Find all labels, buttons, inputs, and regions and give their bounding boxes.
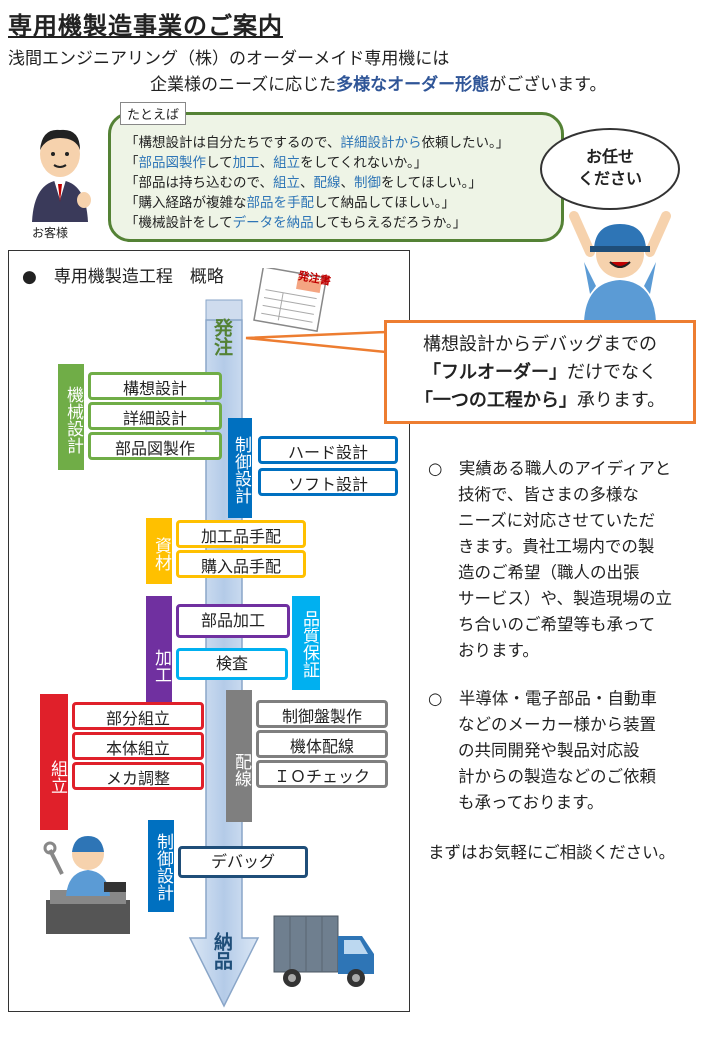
bullet-line: きます。貴社工場内での製 — [458, 537, 655, 556]
step-inspection: 検査 — [176, 648, 288, 680]
step-sub-assembly: 部分組立 — [72, 702, 204, 730]
bubble-highlight: 部品を手配 — [246, 195, 315, 211]
process-diagram — [8, 250, 410, 1012]
step-software-design: ソフト設計 — [258, 468, 398, 496]
bubble-text: 「機械設計をして — [125, 215, 233, 231]
bubble-line-2: 「部品図製作して加工、組立をしてくれないか。」 — [125, 151, 427, 171]
bullet-line: 技術で、皆さまの多様な — [458, 485, 639, 504]
bullet-line: の共同開発や製品対応設 — [458, 741, 640, 760]
bubble-text: してもらえるだろうか。」 — [313, 215, 467, 231]
end-label: 納品 — [211, 932, 233, 970]
group-label-control-design-2: 制御設計 — [148, 820, 174, 912]
step-control-panel-fabrication: 制御盤製作 — [256, 700, 388, 728]
bubble-text: 「構想設計は自分たちでするので、 — [125, 135, 341, 151]
bubble-text: 「部品は持ち込むので、 — [125, 175, 273, 191]
bubble-text: して納品してほしい。」 — [314, 195, 455, 211]
step-mechanical-adjustment: メカ調整 — [72, 762, 204, 790]
step-hardware-design: ハード設計 — [258, 436, 398, 464]
bubble-highlight: 部品図製作 — [138, 155, 207, 171]
bubble-text: 、 — [259, 155, 274, 171]
bubble-text: をしてくれないか。」 — [300, 155, 428, 171]
bullet-line: などのメーカー様から装置 — [458, 715, 656, 734]
bullet-line: ニーズに対応させていただ — [458, 511, 656, 530]
bullet-line: ○ 半導体・電子部品・自動車 — [428, 689, 657, 708]
group-label-quality-assurance: 品質保証 — [292, 596, 320, 690]
bubble-line-5: 「機械設計をしてデータを納品してもらえるだろうか。」 — [125, 211, 466, 231]
group-label-wiring: 配線 — [226, 690, 252, 822]
mechanic-icon — [43, 836, 130, 934]
worker-speech: お任せ ください — [540, 128, 680, 210]
bullet-line: ち合いのご希望等も承って — [458, 615, 656, 634]
group-label-processing: 加工 — [146, 596, 172, 712]
callout-line-2: 「フルオーダー」だけでなく — [387, 359, 693, 387]
callout-emphasis: 「一つの工程から」 — [414, 390, 577, 411]
step-concept-design: 構想設計 — [88, 372, 222, 400]
intro-line-1: 浅間エンジニアリング（株）のオーダーメイド専用機には — [8, 49, 450, 69]
bullet-line: サービス）や、製造現場の立 — [458, 589, 673, 608]
bubble-text: 「購入経路が複雑な — [125, 195, 247, 211]
order-sheet-icon — [253, 268, 328, 332]
step-debug: デバッグ — [178, 846, 308, 878]
customer-icon — [32, 129, 91, 222]
bullet-line: ○ 実績ある職人のアイディアと — [428, 459, 672, 478]
bullet-line: も承っております。 — [458, 793, 604, 812]
bullet-craftsmen: ○ 実績ある職人のアイディアと 技術で、皆さまの多様な ニーズに対応させていただ… — [428, 456, 672, 664]
bubble-highlight: 加工 — [232, 155, 260, 171]
group-label-control-design: 制御設計 — [228, 418, 252, 518]
speech-line: ください — [577, 169, 642, 188]
bubble-highlight: 詳細設計から — [340, 135, 422, 151]
bullet-line: おります。 — [458, 641, 539, 660]
start-label: 発注 — [211, 318, 233, 356]
bubble-line-1: 「構想設計は自分たちでするので、詳細設計から依頼したい。」 — [125, 131, 509, 151]
group-label-mechanical-design: 機械設計 — [58, 364, 84, 470]
closing-message: まずはお気軽にご相談ください。 — [428, 843, 676, 862]
bubble-line-3: 「部品は持ち込むので、組立、配線、制御をしてほしい。」 — [125, 171, 482, 191]
callout-text: だけでなく — [567, 362, 657, 383]
step-parts-processing: 部品加工 — [176, 604, 290, 638]
step-machine-wiring: 機体配線 — [256, 730, 388, 758]
bullet-line: 造のご希望（職人の出張 — [458, 563, 640, 582]
callout-pointer — [245, 330, 386, 354]
intro-text: 企業様のニーズに応じた — [150, 75, 337, 95]
step-purchased-parts-order: 購入品手配 — [176, 550, 306, 578]
step-detail-design: 詳細設計 — [88, 402, 222, 430]
request-bubble: 「構想設計は自分たちでするので、詳細設計から依頼したい。」 「部品図製作して加工… — [108, 112, 564, 242]
bubble-highlight: データを納品 — [232, 215, 314, 231]
bubble-text: して — [206, 155, 233, 171]
bubble-highlight: 配線 — [313, 175, 341, 191]
bubble-highlight: 制御 — [353, 175, 381, 191]
callout-emphasis: 「フルオーダー」 — [423, 362, 567, 383]
bubble-highlight: 組立 — [272, 175, 300, 191]
intro-line-2: 企業様のニーズに応じた多様なオーダー形態がございます。 — [150, 70, 606, 95]
bullet-joint-development: ○ 半導体・電子部品・自動車 などのメーカー様から装置 の共同開発や製品対応設 … — [428, 686, 657, 816]
bubble-text: 「 — [125, 155, 139, 171]
truck-icon — [273, 915, 374, 987]
bubble-line-4: 「購入経路が複雑な部品を手配して納品してほしい。」 — [125, 191, 455, 211]
bullet-line: 計からの製造などのご依頼 — [458, 767, 656, 786]
bubble-text: 依頼したい。」 — [421, 135, 510, 151]
intro-emphasis: 多様なオーダー形態 — [336, 75, 490, 95]
page-title: 専用機製造事業のご案内 — [8, 12, 283, 40]
step-io-check: ＩＯチェック — [256, 760, 388, 788]
group-label-materials: 資材 — [146, 518, 172, 584]
callout-line-3: 「一つの工程から」承ります。 — [387, 387, 693, 415]
speech-line: お任せ — [585, 147, 634, 166]
intro-text: がございます。 — [489, 75, 607, 95]
callout-text: 承ります。 — [576, 390, 666, 411]
full-order-callout: 構想設計からデバッグまでの 「フルオーダー」だけでなく 「一つの工程から」承りま… — [384, 320, 696, 424]
step-main-assembly: 本体組立 — [72, 732, 204, 760]
customer-label: お客様 — [32, 226, 69, 240]
bubble-text: 、 — [340, 175, 354, 191]
diagram-title: ● 専用機製造工程 概略 — [22, 267, 224, 287]
step-processed-parts-order: 加工品手配 — [176, 520, 306, 548]
bubble-text: をしてほしい。」 — [380, 175, 482, 191]
group-label-assembly: 組立 — [40, 694, 68, 830]
callout-line-1: 構想設計からデバッグまでの — [423, 334, 657, 355]
worker-icon — [569, 211, 671, 322]
example-tag: たとえば — [120, 102, 187, 125]
bubble-highlight: 組立 — [273, 155, 301, 171]
bubble-text: 、 — [299, 175, 314, 191]
step-parts-drawing: 部品図製作 — [88, 432, 222, 460]
